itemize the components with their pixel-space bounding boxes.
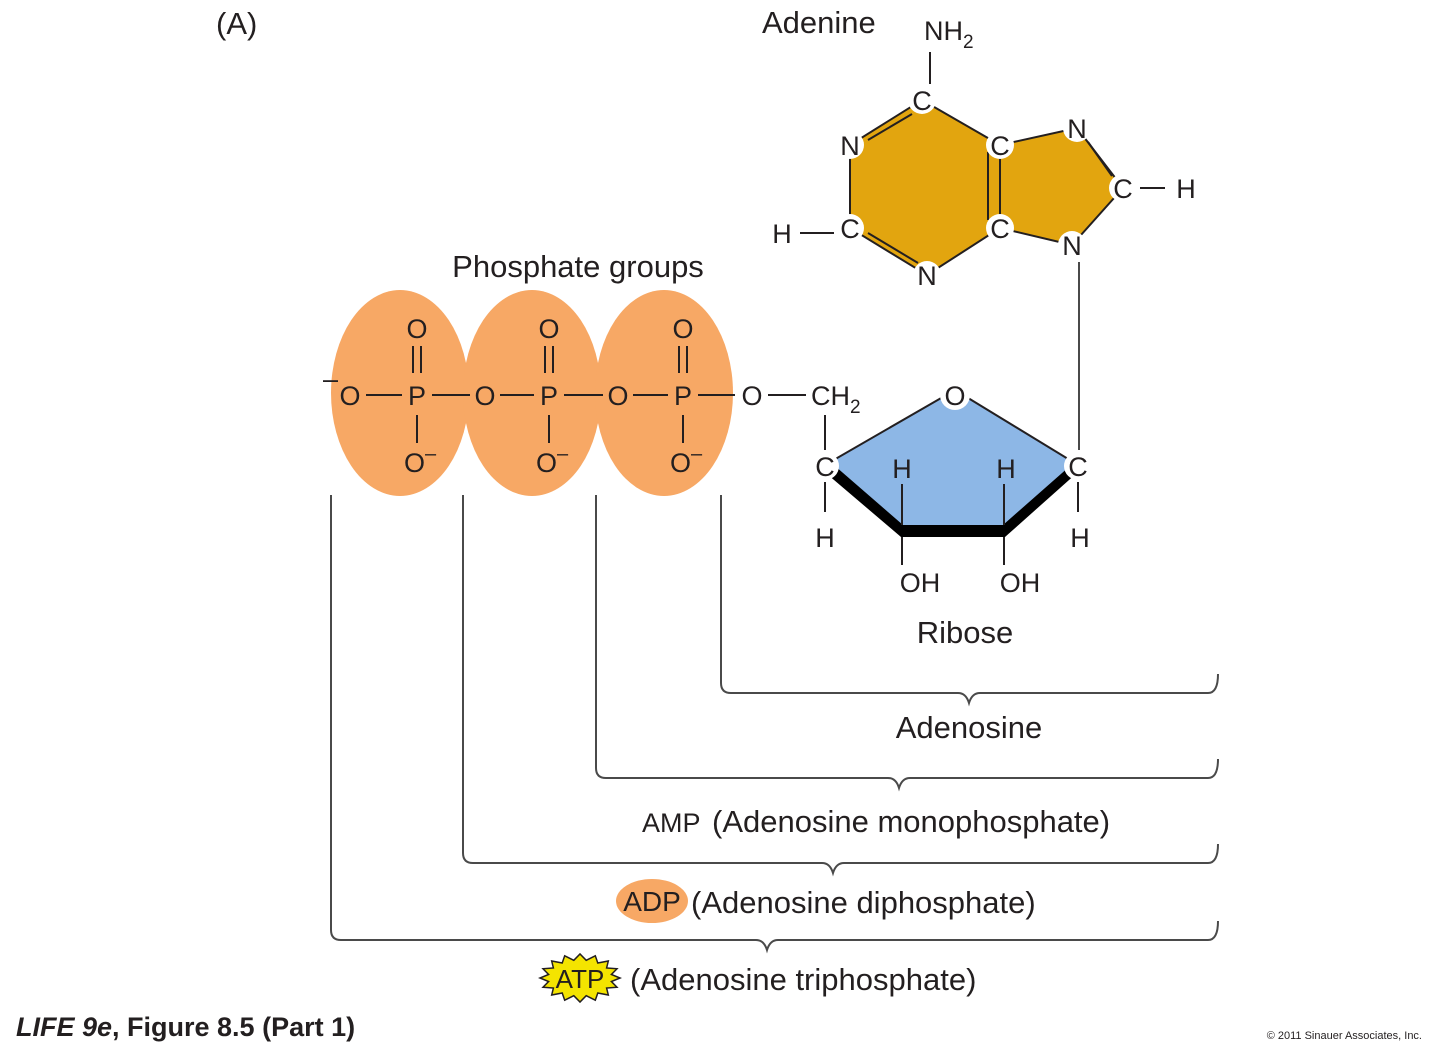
ribose-ring <box>823 388 1080 531</box>
amp-abbreviation: AMP <box>642 808 701 838</box>
atom-h: H <box>772 219 792 249</box>
atom-c: C <box>1068 452 1088 482</box>
atom-node <box>940 380 970 410</box>
adenine-molecule: C N C N C C N C N NH2 H H Adenine <box>762 5 1196 291</box>
atom-node <box>811 452 839 480</box>
atom-c: C <box>990 131 1010 161</box>
panel-label: (A) <box>216 6 257 41</box>
double-bond <box>867 232 919 264</box>
atom-o: O <box>406 314 427 344</box>
adp-full-name: (Adenosine diphosphate) <box>691 885 1036 920</box>
atp-full-name: (Adenosine triphosphate) <box>630 962 976 997</box>
amino-group: NH2 <box>924 16 974 53</box>
atom-node <box>1058 231 1086 259</box>
atp-bracket <box>330 495 1219 954</box>
adenosine-bracket <box>720 495 1219 707</box>
atom-node <box>986 214 1014 242</box>
adp-highlight <box>616 879 688 923</box>
atom-n: N <box>840 131 860 161</box>
double-bond <box>867 113 913 141</box>
atom-node <box>986 131 1014 159</box>
phosphate-ellipse <box>595 290 733 496</box>
atom-c: C <box>1113 174 1133 204</box>
atom-p: P <box>540 381 558 411</box>
oxygen-anion: O– <box>670 443 703 478</box>
book-title: LIFE 9e <box>16 1012 113 1042</box>
atom-o: O <box>339 381 360 411</box>
adenine-label: Adenine <box>762 5 876 40</box>
atom-c: C <box>840 214 860 244</box>
adenine-six-ring <box>849 98 1001 277</box>
atom-h: H <box>815 523 835 553</box>
brackets <box>330 495 1219 954</box>
atom-o: O <box>741 381 762 411</box>
phosphate-ellipse <box>463 290 601 496</box>
atom-node <box>836 131 864 159</box>
figure-credit: LIFE 9e, Figure 8.5 (Part 1) <box>16 1012 355 1043</box>
atom-o: O <box>607 381 628 411</box>
atom-n: N <box>1067 114 1087 144</box>
atom-n: N <box>917 261 937 291</box>
adenine-five-ring <box>999 126 1125 247</box>
ch2-group: CH2 <box>811 381 861 418</box>
minus-charge: – <box>323 364 338 394</box>
atom-p: P <box>674 381 692 411</box>
figure-number: , Figure 8.5 (Part 1) <box>112 1012 356 1042</box>
phosphate-groups: Phosphate groups – O P O O– O P O O– O P… <box>323 249 806 496</box>
atom-o: O <box>672 314 693 344</box>
phosphate-ellipse <box>331 290 469 496</box>
atom-n: N <box>1062 231 1082 261</box>
adp-abbreviation: ADP <box>623 886 681 917</box>
ribose-molecule: O C C H H OH OH H H CH2 Ribose <box>811 380 1092 650</box>
double-bond <box>1087 141 1113 177</box>
copyright: © 2011 Sinauer Associates, Inc. <box>1266 1030 1422 1042</box>
amp-full-name: (Adenosine monophosphate) <box>712 804 1110 839</box>
atom-c: C <box>990 214 1010 244</box>
hydroxyl-group: OH <box>900 568 941 598</box>
atom-h: H <box>1176 174 1196 204</box>
adenosine-label: Adenosine <box>896 710 1043 745</box>
atom-c: C <box>912 86 932 116</box>
phosphate-groups-label: Phosphate groups <box>452 249 704 284</box>
atom-h: H <box>892 454 912 484</box>
atp-burst <box>538 952 622 1004</box>
ring-oxygen: O <box>944 381 965 411</box>
amp-bracket <box>595 495 1219 792</box>
atom-c: C <box>815 452 835 482</box>
ribose-bold-edge <box>827 466 1078 537</box>
adp-bracket <box>462 495 1219 877</box>
oxygen-anion: O– <box>536 443 569 478</box>
atom-node <box>1063 114 1091 142</box>
atom-h: H <box>996 454 1016 484</box>
atom-node <box>908 86 936 114</box>
oxygen-anion: O– <box>404 443 437 478</box>
atom-node <box>1109 174 1137 202</box>
ribose-label: Ribose <box>917 615 1014 650</box>
atom-node <box>1064 452 1092 480</box>
hydroxyl-group: OH <box>1000 568 1041 598</box>
atom-p: P <box>408 381 426 411</box>
atom-h: H <box>1070 523 1090 553</box>
atom-node <box>836 214 864 242</box>
atom-o: O <box>474 381 495 411</box>
atom-node <box>913 261 941 289</box>
atp-abbreviation: ATP <box>556 964 605 994</box>
atom-o: O <box>538 314 559 344</box>
